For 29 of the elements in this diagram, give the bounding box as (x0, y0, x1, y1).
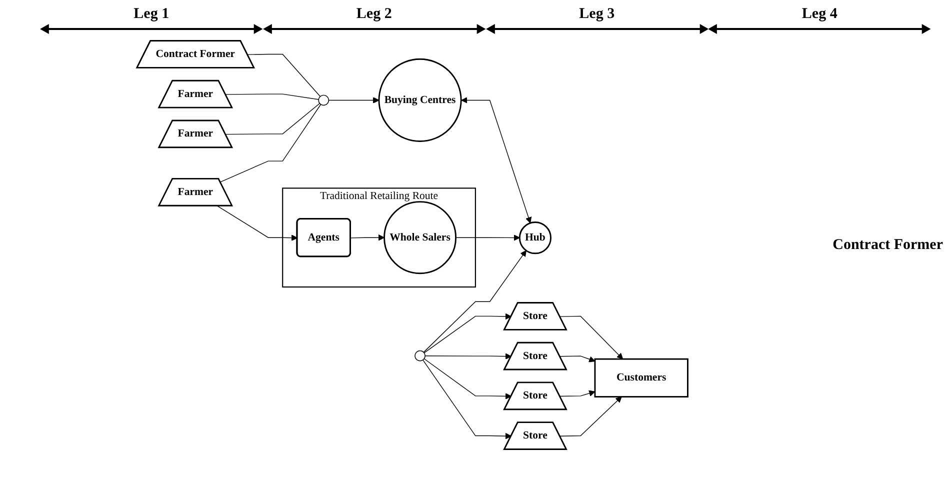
arrow (350, 234, 385, 241)
arrow (424, 358, 512, 400)
arrow (216, 206, 298, 241)
node-circle: Whole Salers (384, 201, 457, 274)
arrow (560, 390, 596, 397)
arrow (422, 360, 512, 440)
arrow (560, 316, 624, 360)
node-circle (318, 94, 329, 106)
connector (225, 103, 320, 135)
leg-heading: Leg 4 (802, 6, 838, 23)
connector (225, 94, 319, 100)
leg-heading: Leg 1 (134, 6, 170, 23)
arrow (424, 353, 512, 360)
connector (220, 104, 322, 182)
connector (247, 54, 321, 97)
note-text: Contract Former (832, 236, 943, 254)
node-circle (414, 350, 426, 362)
arrow (424, 313, 512, 354)
arrow (455, 234, 520, 241)
leg-heading: Leg 2 (356, 6, 392, 23)
node-box: Customers (594, 358, 688, 398)
node-circle: Hub (518, 222, 552, 254)
arrow (423, 250, 526, 353)
arrow (560, 396, 622, 436)
node-circle: Buying Centres (378, 58, 462, 142)
leg-heading: Leg 3 (579, 6, 615, 23)
arrow (560, 356, 596, 362)
arrow (461, 97, 532, 224)
arrow (328, 97, 380, 104)
